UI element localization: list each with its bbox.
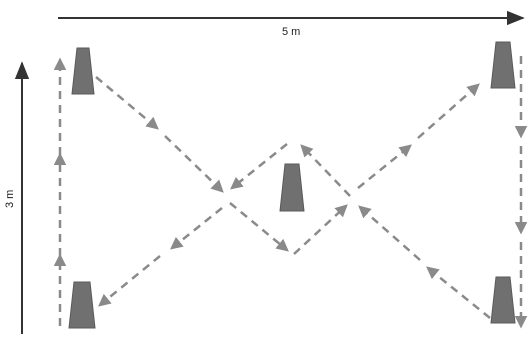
path-arrow-diamond-lower-left [229, 202, 289, 252]
cone-top-left [71, 47, 95, 95]
path-arrow-topleft-2 [164, 135, 224, 193]
path-arrow-to-topright-2 [417, 83, 480, 139]
path-arrow-topleft-1 [95, 76, 159, 130]
cone-top-right [490, 41, 516, 89]
width-label: 5 m [282, 26, 301, 38]
path-arrow-bottomright-2 [358, 205, 421, 261]
path-arrow-bottomright-1 [426, 266, 491, 319]
path-arrow-to-topright-1 [357, 144, 412, 189]
path-arrow-diamond-upper-right [300, 144, 351, 197]
path-arrow-to-bottomleft-2 [98, 255, 161, 307]
path-arrow-diamond-upper-left [230, 143, 288, 190]
cone-bottom-right [490, 276, 516, 324]
height-label: 3 m [4, 189, 16, 208]
cone-bottom-left [68, 281, 96, 329]
path-arrow-diamond-lower-right [293, 204, 348, 255]
cone-center [279, 163, 305, 212]
path-arrow-to-bottomleft-1 [170, 207, 223, 250]
